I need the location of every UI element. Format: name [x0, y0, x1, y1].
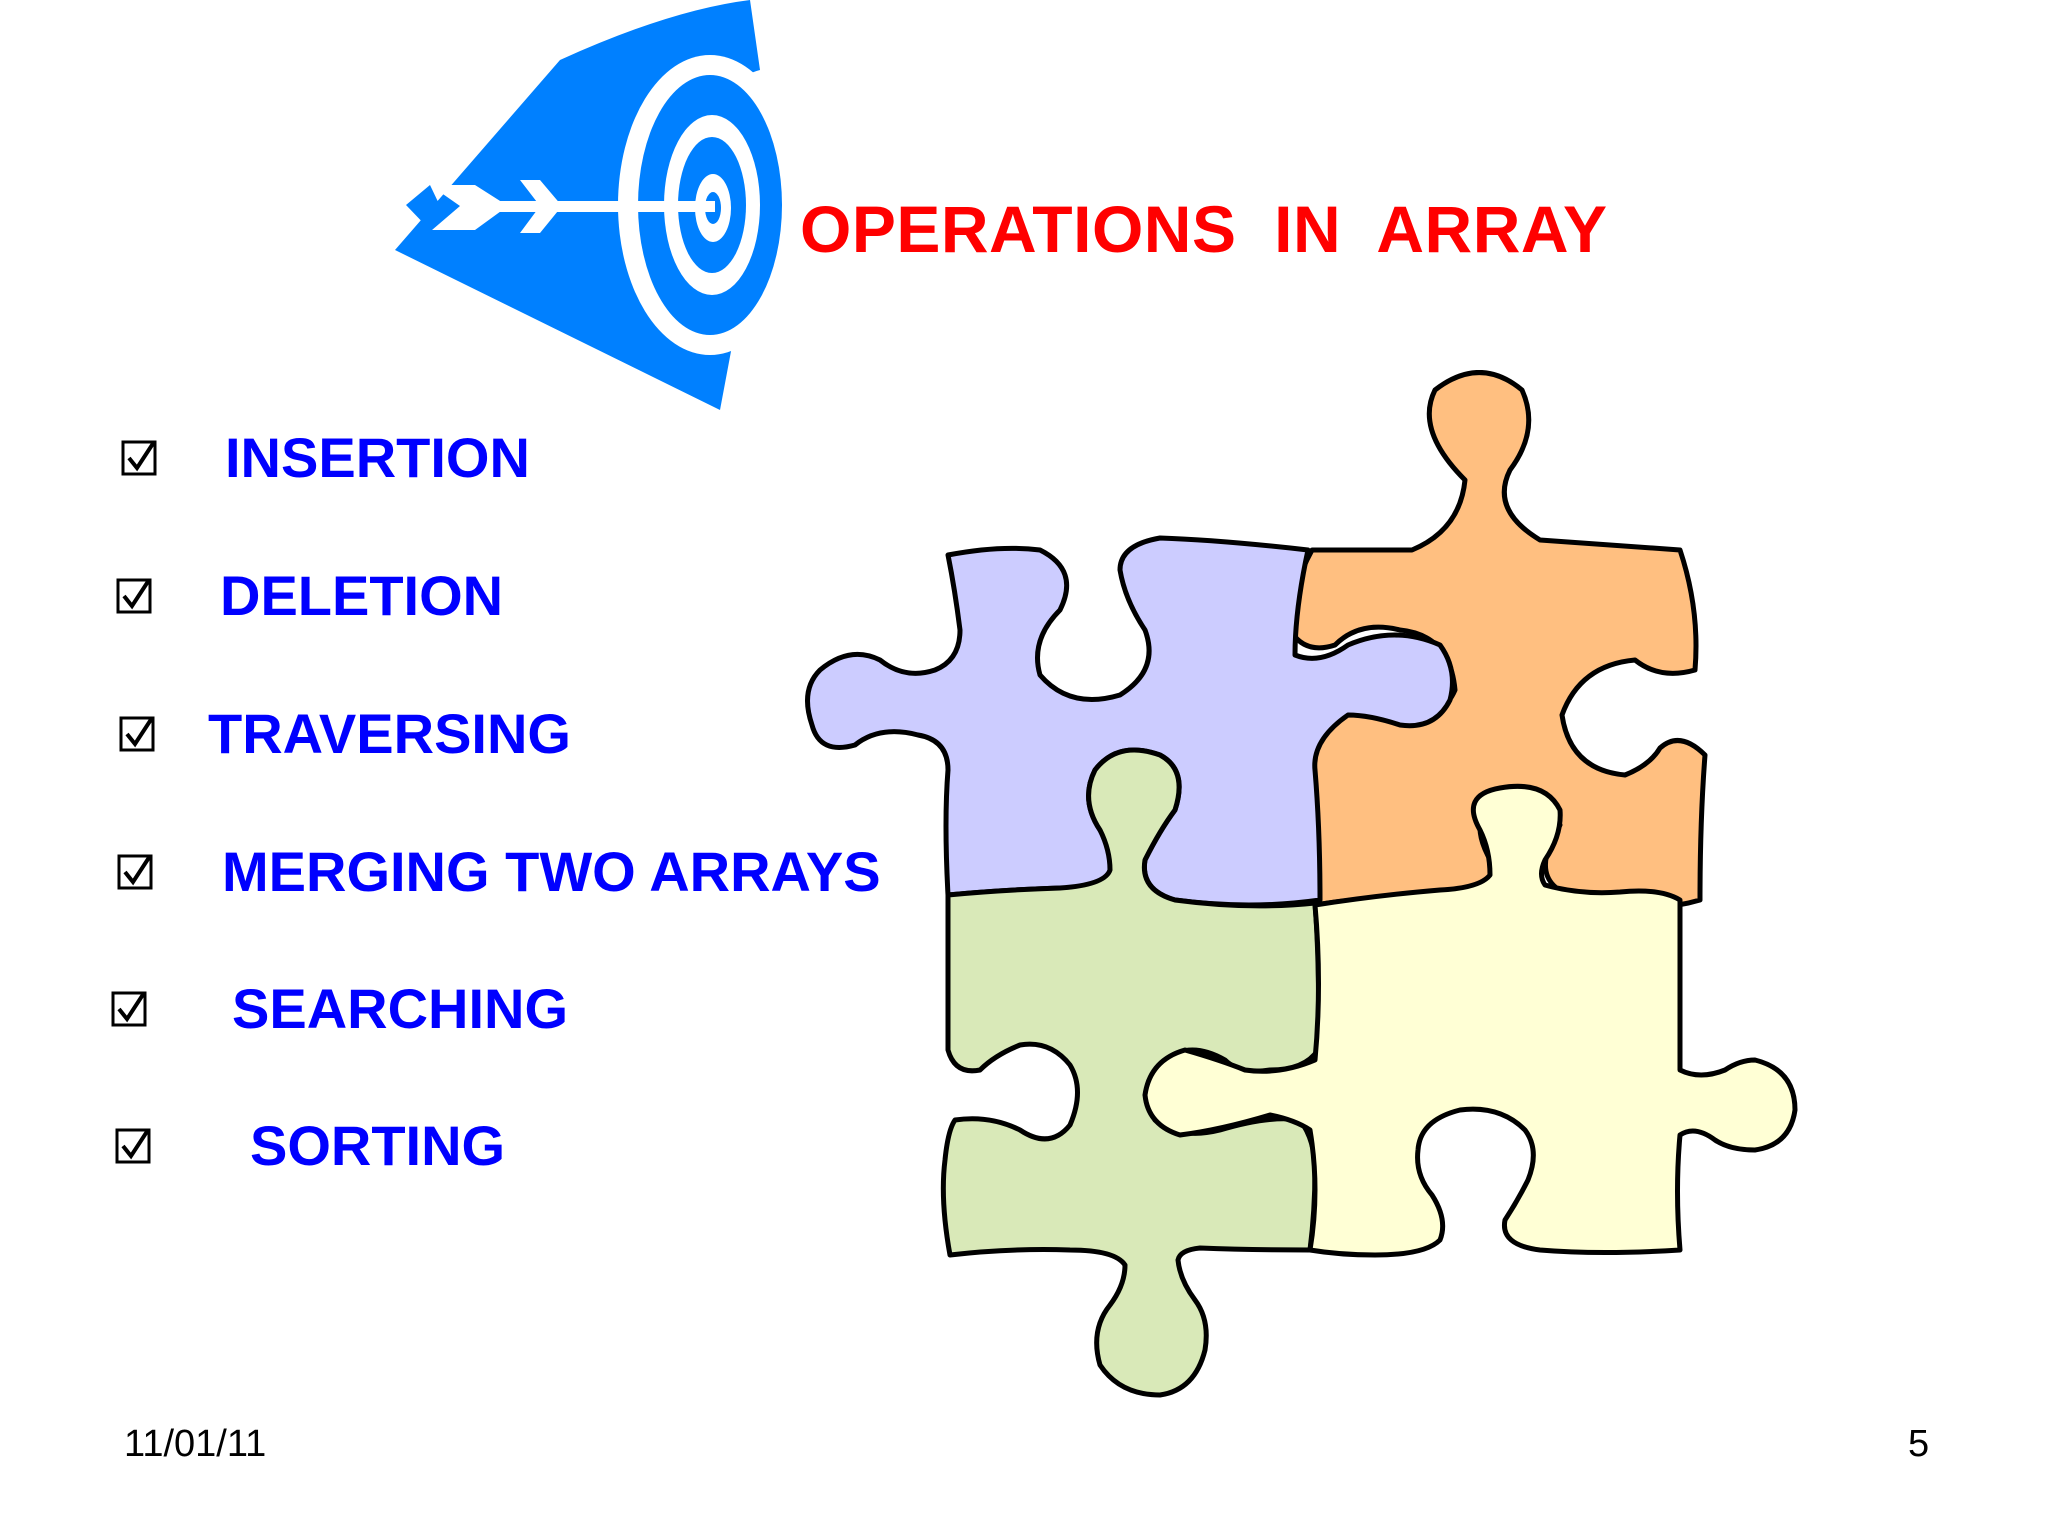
bullet-label: SEARCHING — [232, 977, 569, 1040]
puzzle-piece-green — [940, 747, 1322, 1398]
footer-date: 11/01/11 — [124, 1423, 267, 1465]
bullet-label: SORTING — [250, 1114, 506, 1177]
bullet-label: INSERTION — [225, 426, 530, 489]
bullet-label: MERGING TWO ARRAYS — [222, 840, 881, 903]
target-arrow-icon — [395, 0, 802, 410]
checkbox-checked-icon — [117, 854, 153, 890]
footer-page-number: 5 — [1908, 1423, 1930, 1465]
bullet-label: TRAVERSING — [208, 702, 571, 765]
checkbox-checked-icon — [111, 991, 147, 1027]
puzzle-piece-cream — [1142, 783, 1798, 1258]
slide-title: OPERATIONS IN ARRAY — [800, 192, 1608, 266]
puzzle-pieces-icon — [805, 370, 1798, 1398]
bullet-label: DELETION — [220, 564, 504, 627]
checkbox-checked-icon — [116, 578, 152, 614]
checkbox-checked-icon — [121, 440, 157, 476]
checkbox-checked-icon — [119, 716, 155, 752]
checkbox-checked-icon — [115, 1128, 151, 1164]
